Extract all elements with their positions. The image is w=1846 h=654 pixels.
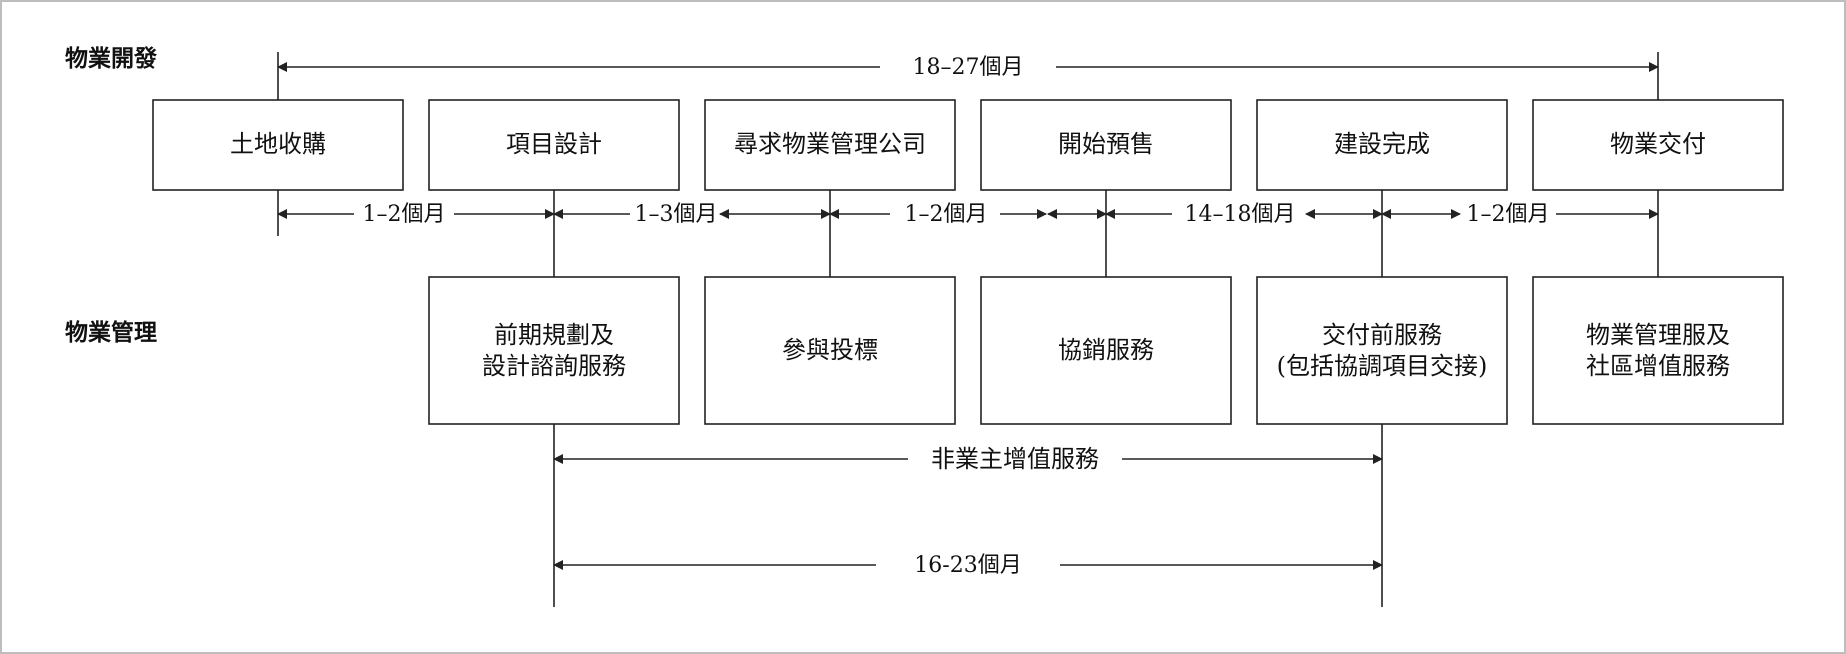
non-owner-span-label: 非業主增值服務	[931, 445, 1099, 473]
mgmt-box-line: 設計諮詢服務	[482, 352, 626, 380]
dev-box-label: 項目設計	[506, 130, 602, 158]
interval-label: 1–2個月	[905, 202, 988, 227]
dev-box-land-acquisition	[152, 99, 404, 191]
mgmt-box-property-management	[1532, 276, 1784, 425]
dev-box-delivery	[1532, 99, 1784, 191]
interval-label: 1–2個月	[363, 202, 446, 227]
mgmt-box-pre-delivery	[1256, 276, 1508, 425]
dev-box-label: 土地收購	[230, 130, 326, 158]
mgmt-box-planning-consulting	[428, 276, 680, 425]
interval-label: 1–3個月	[635, 202, 718, 227]
dev-box-label: 尋求物業管理公司	[734, 130, 926, 158]
top-span-label: 18–27個月	[913, 55, 1024, 80]
mgmt-box-line: 協銷服務	[1058, 336, 1154, 364]
dev-box-seek-management	[704, 99, 956, 191]
bottom-span-label: 16-23個月	[914, 553, 1021, 578]
dev-box-construction-complete	[1256, 99, 1508, 191]
mgmt-box-line: 物業管理服及	[1586, 321, 1730, 349]
dev-box-presale	[980, 99, 1232, 191]
interval-label: 1–2個月	[1467, 202, 1550, 227]
mgmt-box-line: 交付前服務	[1322, 321, 1442, 349]
mgmt-box-line: 前期規劃及	[494, 321, 614, 349]
interval-label: 14–18個月	[1185, 202, 1296, 227]
mgmt-box-line: (包括協調項目交接)	[1277, 352, 1488, 380]
dev-box-label: 物業交付	[1610, 130, 1706, 158]
section-label-management: 物業管理	[65, 319, 157, 346]
dev-box-label: 開始預售	[1058, 130, 1154, 158]
mgmt-box-line: 社區增值服務	[1586, 352, 1730, 380]
dev-box-label: 建設完成	[1334, 130, 1430, 158]
dev-box-project-design	[428, 99, 680, 191]
mgmt-box-line: 參與投標	[782, 336, 878, 364]
mgmt-box-sales-assist	[980, 276, 1232, 425]
mgmt-box-tender	[704, 276, 956, 425]
section-label-development: 物業開發	[65, 45, 157, 72]
